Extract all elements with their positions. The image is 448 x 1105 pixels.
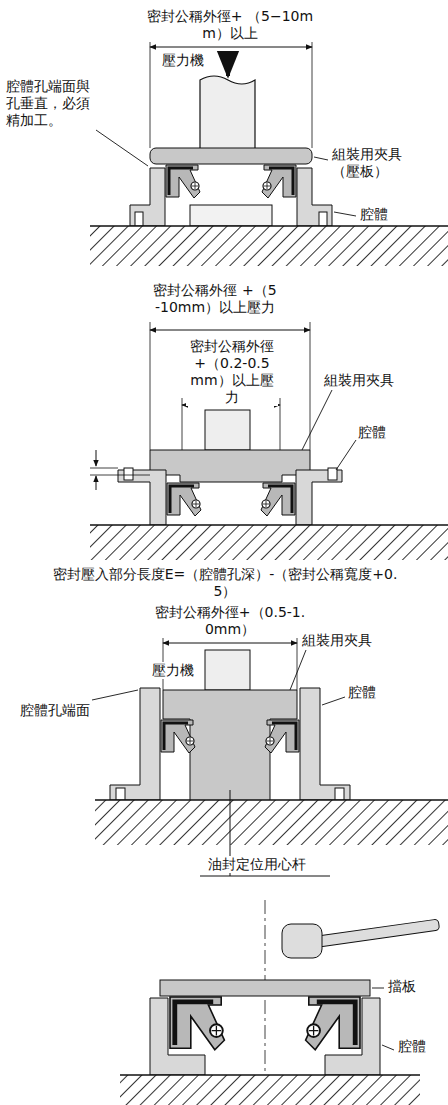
stepped-jig bbox=[150, 450, 310, 482]
extension-line bbox=[312, 40, 313, 148]
housing bbox=[130, 168, 165, 226]
leader-line bbox=[314, 157, 328, 160]
leader-line bbox=[372, 988, 384, 989]
dimension-text: 密封公稱外徑 +（5-10mm）以上壓力 bbox=[150, 282, 280, 316]
bolt bbox=[135, 212, 143, 226]
part-name: 腔體 bbox=[396, 1038, 444, 1055]
housing-inner bbox=[190, 205, 272, 226]
part-name: 組裝用夾具 bbox=[322, 372, 412, 389]
dimension-line bbox=[150, 330, 310, 331]
ground-line bbox=[95, 799, 448, 801]
part-name: 組裝用夾具 bbox=[300, 632, 390, 649]
leader-line bbox=[92, 690, 138, 700]
housing bbox=[297, 168, 332, 226]
leader-line bbox=[336, 440, 356, 470]
part-name: 組裝用夾具 （壓板） bbox=[330, 146, 420, 180]
oil-seal bbox=[161, 720, 195, 753]
part-name: 壓力機 bbox=[150, 662, 202, 679]
part-name: 腔體孔端面 bbox=[18, 702, 102, 719]
bolt bbox=[116, 788, 125, 800]
press-shaft bbox=[205, 410, 250, 450]
oil-seal bbox=[306, 997, 360, 1050]
bolt bbox=[124, 468, 133, 480]
oil-seal bbox=[166, 165, 200, 198]
extension-line bbox=[310, 322, 311, 450]
dimension-text: 密封公稱外徑+ （5−10mm）以上 bbox=[140, 8, 320, 42]
dimension-text: 密封公稱外徑+（0.5-1.0mm） bbox=[150, 604, 310, 638]
part-name: 壓力機 bbox=[160, 52, 222, 69]
extension-line bbox=[150, 322, 151, 450]
gap-arrow bbox=[96, 476, 97, 490]
oil-seal bbox=[167, 483, 201, 516]
part-name: 腔體 bbox=[356, 424, 406, 441]
extension-line bbox=[150, 40, 151, 148]
housing bbox=[110, 688, 160, 800]
formula-text: 密封壓入部分長度E=（腔體孔深）-（密封公稱寬度+0.5） bbox=[50, 566, 400, 600]
ground-hatch bbox=[90, 525, 448, 560]
hammer-head bbox=[282, 924, 322, 958]
press-shaft bbox=[200, 76, 255, 150]
gap-arrow bbox=[96, 450, 97, 466]
ground-line bbox=[90, 225, 448, 227]
bolt bbox=[328, 468, 337, 480]
dimension-line bbox=[150, 47, 312, 48]
oil-seal bbox=[261, 483, 295, 516]
note-text: 腔體孔端面與孔垂直，必須精加工。 bbox=[4, 78, 96, 129]
center-line bbox=[265, 900, 266, 1100]
extension-line bbox=[90, 475, 150, 476]
pilot-jig bbox=[163, 690, 297, 806]
part-name: 油封定位用心杆 bbox=[206, 856, 318, 873]
ground-line bbox=[120, 1074, 420, 1076]
leader-line bbox=[200, 876, 330, 877]
press-plate bbox=[150, 148, 312, 164]
oil-seal bbox=[170, 997, 224, 1050]
dimension-text: 密封公稱外徑+（0.2-0.5mm）以上壓力 bbox=[186, 338, 278, 406]
housing bbox=[325, 998, 380, 1075]
bolt bbox=[335, 788, 344, 800]
part-name: 腔體 bbox=[346, 684, 396, 701]
dimension-line bbox=[163, 643, 297, 644]
baffle-plate bbox=[160, 980, 370, 996]
ground-hatch bbox=[120, 1075, 420, 1105]
housing bbox=[150, 998, 205, 1075]
leader-line bbox=[96, 130, 148, 166]
bolt bbox=[319, 212, 327, 226]
panel-press-plate bbox=[90, 40, 448, 266]
housing bbox=[300, 688, 350, 800]
press-shaft bbox=[205, 650, 250, 690]
panel-stepped-jig bbox=[90, 322, 448, 560]
ground-hatch bbox=[90, 226, 448, 266]
panel-hammer bbox=[120, 900, 440, 1105]
leader-line bbox=[382, 1045, 394, 1050]
panel-pilot-jig bbox=[92, 636, 448, 876]
leader-line bbox=[290, 650, 306, 690]
extension-line bbox=[90, 468, 118, 469]
part-name: 腔體 bbox=[358, 206, 408, 223]
leader-line bbox=[302, 390, 332, 450]
leader-line bbox=[322, 697, 345, 705]
oil-seal bbox=[262, 165, 296, 198]
ground-line bbox=[90, 524, 448, 526]
press-arrow bbox=[226, 54, 230, 76]
hammer-handle bbox=[317, 919, 439, 947]
ground-hatch bbox=[95, 800, 448, 845]
oil-seal bbox=[265, 720, 299, 753]
extension-line bbox=[297, 636, 298, 690]
leader-line bbox=[334, 212, 356, 216]
part-name: 擋板 bbox=[386, 978, 436, 995]
